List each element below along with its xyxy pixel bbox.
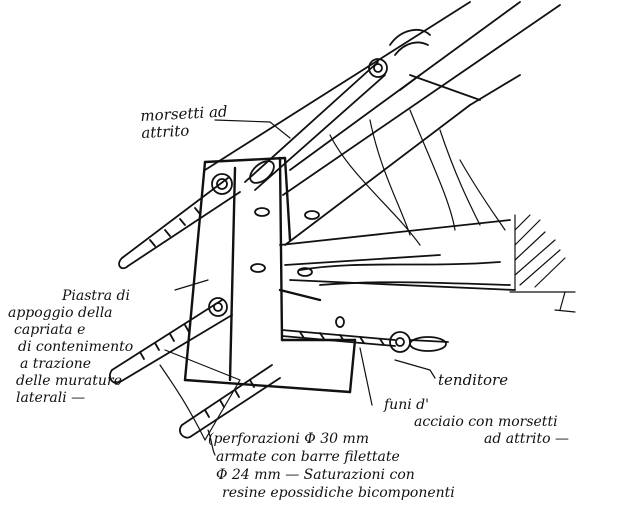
threaded-bar-2 [108, 297, 233, 384]
steel-plate [183, 156, 357, 394]
label-piastra: Piastra di appoggio della capriata e di … [8, 288, 134, 406]
wall-hatch [509, 214, 576, 313]
label-funi: funi d' acciaio con morsetti ad attrito … [384, 397, 570, 447]
rafter-grain [329, 109, 506, 246]
threaded-bar-top [244, 28, 431, 191]
tie-beam [279, 219, 516, 291]
label-tenditore: tenditore [438, 371, 509, 389]
threaded-bar-3 [178, 364, 281, 439]
label-morsetti-top: morsetti ad attrito [139, 102, 228, 142]
plate-holes [250, 207, 345, 328]
rafter-upper [204, 1, 561, 246]
label-perforazioni: (perforazioni Φ 30 mm armate con barre f… [208, 431, 455, 501]
leader-lines [159, 119, 436, 456]
threaded-bar-1 [118, 173, 241, 270]
steel-cable [281, 329, 449, 353]
